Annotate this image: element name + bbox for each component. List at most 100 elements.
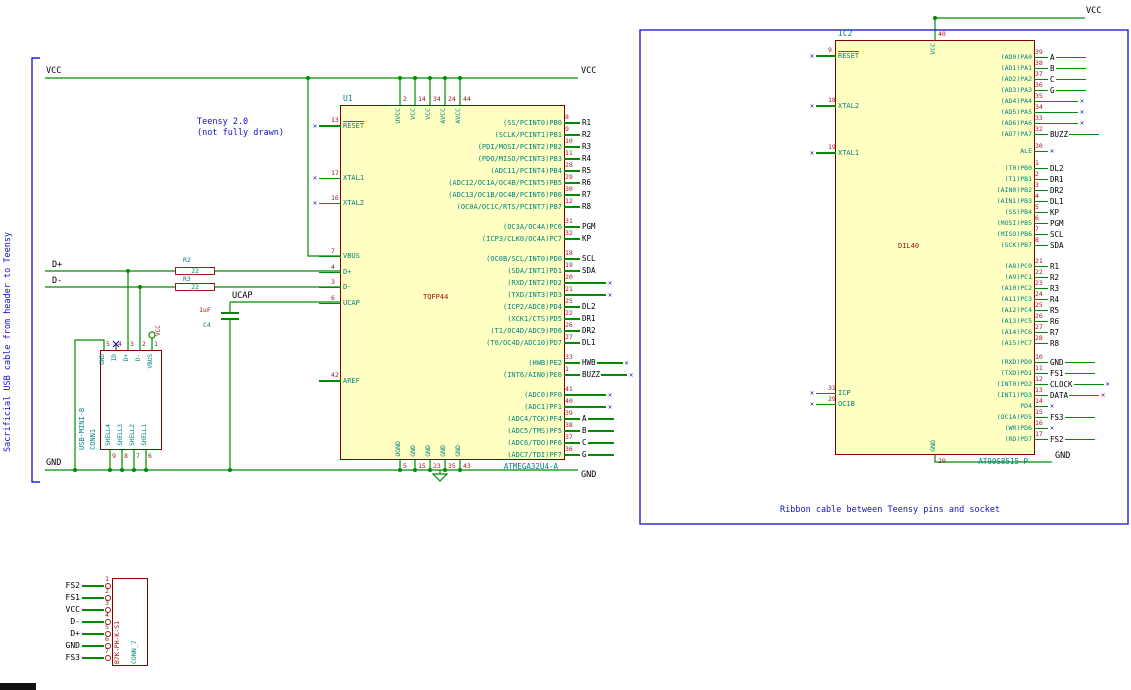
- net-label[interactable]: C: [1050, 74, 1055, 84]
- ribbon-note[interactable]: Ribbon cable between Teensy pins and soc…: [780, 505, 1001, 515]
- ic-pin[interactable]: (OC0B/SCL/INT0)PD0 18 SCL: [416, 250, 686, 265]
- net-label[interactable]: DL1: [1050, 196, 1064, 206]
- net-label[interactable]: DL2: [582, 302, 596, 312]
- resistor-r3[interactable]: 22: [175, 283, 215, 291]
- ic-pin[interactable]: (MOSI)PB5 6 PGM: [914, 215, 1131, 229]
- ic-pin[interactable]: (INT1)PD3 13 DATA: [914, 387, 1131, 401]
- ic-pin-vertical[interactable]: 2 D-: [135, 341, 147, 361]
- net-label[interactable]: A: [1050, 52, 1055, 62]
- ic-pin[interactable]: 19 XTAL1: [808, 144, 1038, 159]
- net-label[interactable]: B: [1050, 63, 1055, 73]
- net-label[interactable]: SCL: [1050, 229, 1064, 239]
- net-label[interactable]: R6: [582, 178, 592, 188]
- ic-pin[interactable]: (AD4)PA4 35: [914, 93, 1131, 107]
- connector-pin-row[interactable]: FS2 1: [46, 576, 111, 592]
- ic-pin[interactable]: (ADC1)PF1 40: [416, 398, 686, 413]
- usb-connector-conn1[interactable]: 5 GND 4 ID 3 D+ 2 D- 1 VBUS 9 SHELL4 8 S…: [99, 341, 162, 459]
- ic-pin[interactable]: (SCK)PB7 8 SDA: [914, 237, 1131, 251]
- ic-pin-vertical[interactable]: 5 GND: [99, 341, 111, 365]
- ic-pin[interactable]: PD4 14: [914, 398, 1131, 412]
- ic-pin[interactable]: (T1/OC4D/ADC9)PD6 26 DR2: [416, 322, 686, 337]
- net-label[interactable]: DL1: [582, 338, 596, 348]
- ic-pin[interactable]: (AIN1)PB3 4 DL1: [914, 193, 1131, 207]
- ic-pin[interactable]: (OC1A)PD5 15 FS3: [914, 409, 1131, 423]
- ic-pin[interactable]: 17 XTAL1: [311, 166, 541, 191]
- net-label[interactable]: A: [582, 414, 587, 424]
- ic-pin[interactable]: 16 XTAL2: [311, 191, 541, 216]
- ic-pin-vertical[interactable]: 5 UGND: [394, 441, 409, 468]
- ic-pin-vertical[interactable]: 40 VCC: [929, 31, 946, 55]
- ic-pin[interactable]: 42 AREF: [311, 372, 541, 387]
- ic-pin[interactable]: (RD)PD7 17 FS2: [914, 431, 1131, 445]
- ic-pin-vertical[interactable]: 43 GND: [454, 445, 471, 468]
- ic-pin[interactable]: 6 UCAP: [311, 295, 541, 312]
- ic-pin[interactable]: (PDI/MOSI/PCINT2)PB2 10 R3: [416, 138, 686, 153]
- net-label[interactable]: R8: [582, 202, 592, 212]
- ic-pin[interactable]: 3 D-: [311, 279, 541, 296]
- ic-pin[interactable]: (ICP3/CLK0/OC4A)PC7 32 KP: [416, 230, 686, 245]
- net-label[interactable]: DR1: [1050, 174, 1064, 184]
- net-label[interactable]: DR1: [582, 314, 596, 324]
- ic-pin[interactable]: (A14)PC6 27 R7: [914, 324, 1131, 338]
- net-label[interactable]: SCL: [582, 254, 596, 264]
- ic-pin[interactable]: 29 OC1B: [808, 396, 1038, 410]
- ic-pin[interactable]: 7 VBUS: [311, 248, 541, 265]
- ic-pin[interactable]: (ADC11/PCINT4)PB4 28 R5: [416, 162, 686, 177]
- ic-pin-vertical[interactable]: 2 UVCC: [394, 96, 409, 124]
- ic-pin-vertical[interactable]: 44 AVCC: [454, 96, 471, 124]
- net-label[interactable]: PGM: [1050, 218, 1064, 228]
- net-label[interactable]: D+: [70, 629, 80, 638]
- ic-pin-vertical[interactable]: 7 SHELL2: [129, 424, 141, 458]
- net-label[interactable]: G: [1050, 85, 1055, 95]
- ic-pin[interactable]: (A15)PC7 28 R8: [914, 335, 1131, 349]
- net-label[interactable]: GND: [1050, 357, 1064, 367]
- ic-pin[interactable]: (ADC0)PF0 41: [416, 386, 686, 401]
- ic-pin[interactable]: (A11)PC3 24 R4: [914, 291, 1131, 305]
- net-label[interactable]: R5: [1050, 305, 1060, 315]
- ic-pin[interactable]: (HWB)PE2 33 HWB: [416, 354, 686, 369]
- net-label[interactable]: R3: [1050, 283, 1060, 293]
- ic-pin[interactable]: (AD5)PA5 34: [914, 104, 1131, 118]
- connector-pin-row[interactable]: D- 4: [46, 612, 111, 628]
- ic-pin[interactable]: (AD3)PA3 36 G: [914, 82, 1131, 96]
- net-label[interactable]: DR2: [582, 326, 596, 336]
- ic-pin[interactable]: (AD2)PA2 37 C: [914, 71, 1131, 85]
- ic-pin[interactable]: (XCK1/CTS)PD5 22 DR1: [416, 310, 686, 325]
- gnd-label-mid[interactable]: GND: [581, 470, 597, 480]
- connector-pin-row[interactable]: D+ 5: [46, 624, 111, 640]
- ic-pin[interactable]: (TXD/INT3)PD3 21: [416, 286, 686, 301]
- connector-conn7-body[interactable]: [112, 578, 148, 666]
- net-label[interactable]: CLOCK: [1050, 379, 1073, 389]
- net-label[interactable]: KP: [582, 234, 592, 244]
- resistor-r2[interactable]: 22: [175, 267, 215, 275]
- ic-pin[interactable]: (SS/PCINT0)PB0 8 R1: [416, 114, 686, 129]
- connector-pin-row[interactable]: FS1 2: [46, 588, 111, 604]
- net-label[interactable]: FS1: [1050, 368, 1064, 378]
- ic-pin[interactable]: (OC3A/OC4A)PC6 31 PGM: [416, 218, 686, 233]
- net-label[interactable]: D-: [70, 617, 80, 626]
- ic-pin[interactable]: (A13)PC5 26 R6: [914, 313, 1131, 327]
- ic-pin[interactable]: (RXD/INT2)PD2 20: [416, 274, 686, 289]
- net-label[interactable]: R1: [1050, 261, 1060, 271]
- ic-pin-vertical[interactable]: 1 VBUS: [147, 341, 159, 368]
- teensy-note[interactable]: Teensy 2.0 (not fully drawn): [197, 117, 284, 139]
- ic-pin[interactable]: (SCLK/PCINT1)PB1 9 R2: [416, 126, 686, 141]
- ic-pin[interactable]: 18 XTAL2: [808, 97, 1038, 112]
- net-label[interactable]: R7: [1050, 327, 1060, 337]
- ic2-at90s8515[interactable]: IC2 AT90S8515-P DIL40 40 VCC 20 GND 9 RE…: [816, 30, 1104, 465]
- ic-pin-vertical[interactable]: 4 ID: [111, 341, 123, 361]
- net-label[interactable]: PGM: [582, 222, 596, 232]
- ic-pin-vertical[interactable]: 8 SHELL3: [117, 424, 129, 458]
- ic-pin[interactable]: (A8)PC0 21 R1: [914, 258, 1131, 272]
- ic-pin-vertical[interactable]: 20 GND: [929, 440, 946, 463]
- net-label[interactable]: R4: [582, 154, 592, 164]
- ic-pin[interactable]: (MISO)PB6 7 SCL: [914, 226, 1131, 240]
- net-label[interactable]: GND: [65, 641, 80, 650]
- net-label[interactable]: G: [582, 450, 587, 460]
- ic-pin[interactable]: (AIN0)PB2 3 DR2: [914, 182, 1131, 196]
- ic-pin[interactable]: 13 RESET: [311, 117, 541, 132]
- vcc-label-ic2[interactable]: VCC: [1086, 6, 1102, 16]
- net-label[interactable]: SDA: [582, 266, 596, 276]
- connector-pin-row[interactable]: GND 6: [46, 636, 111, 652]
